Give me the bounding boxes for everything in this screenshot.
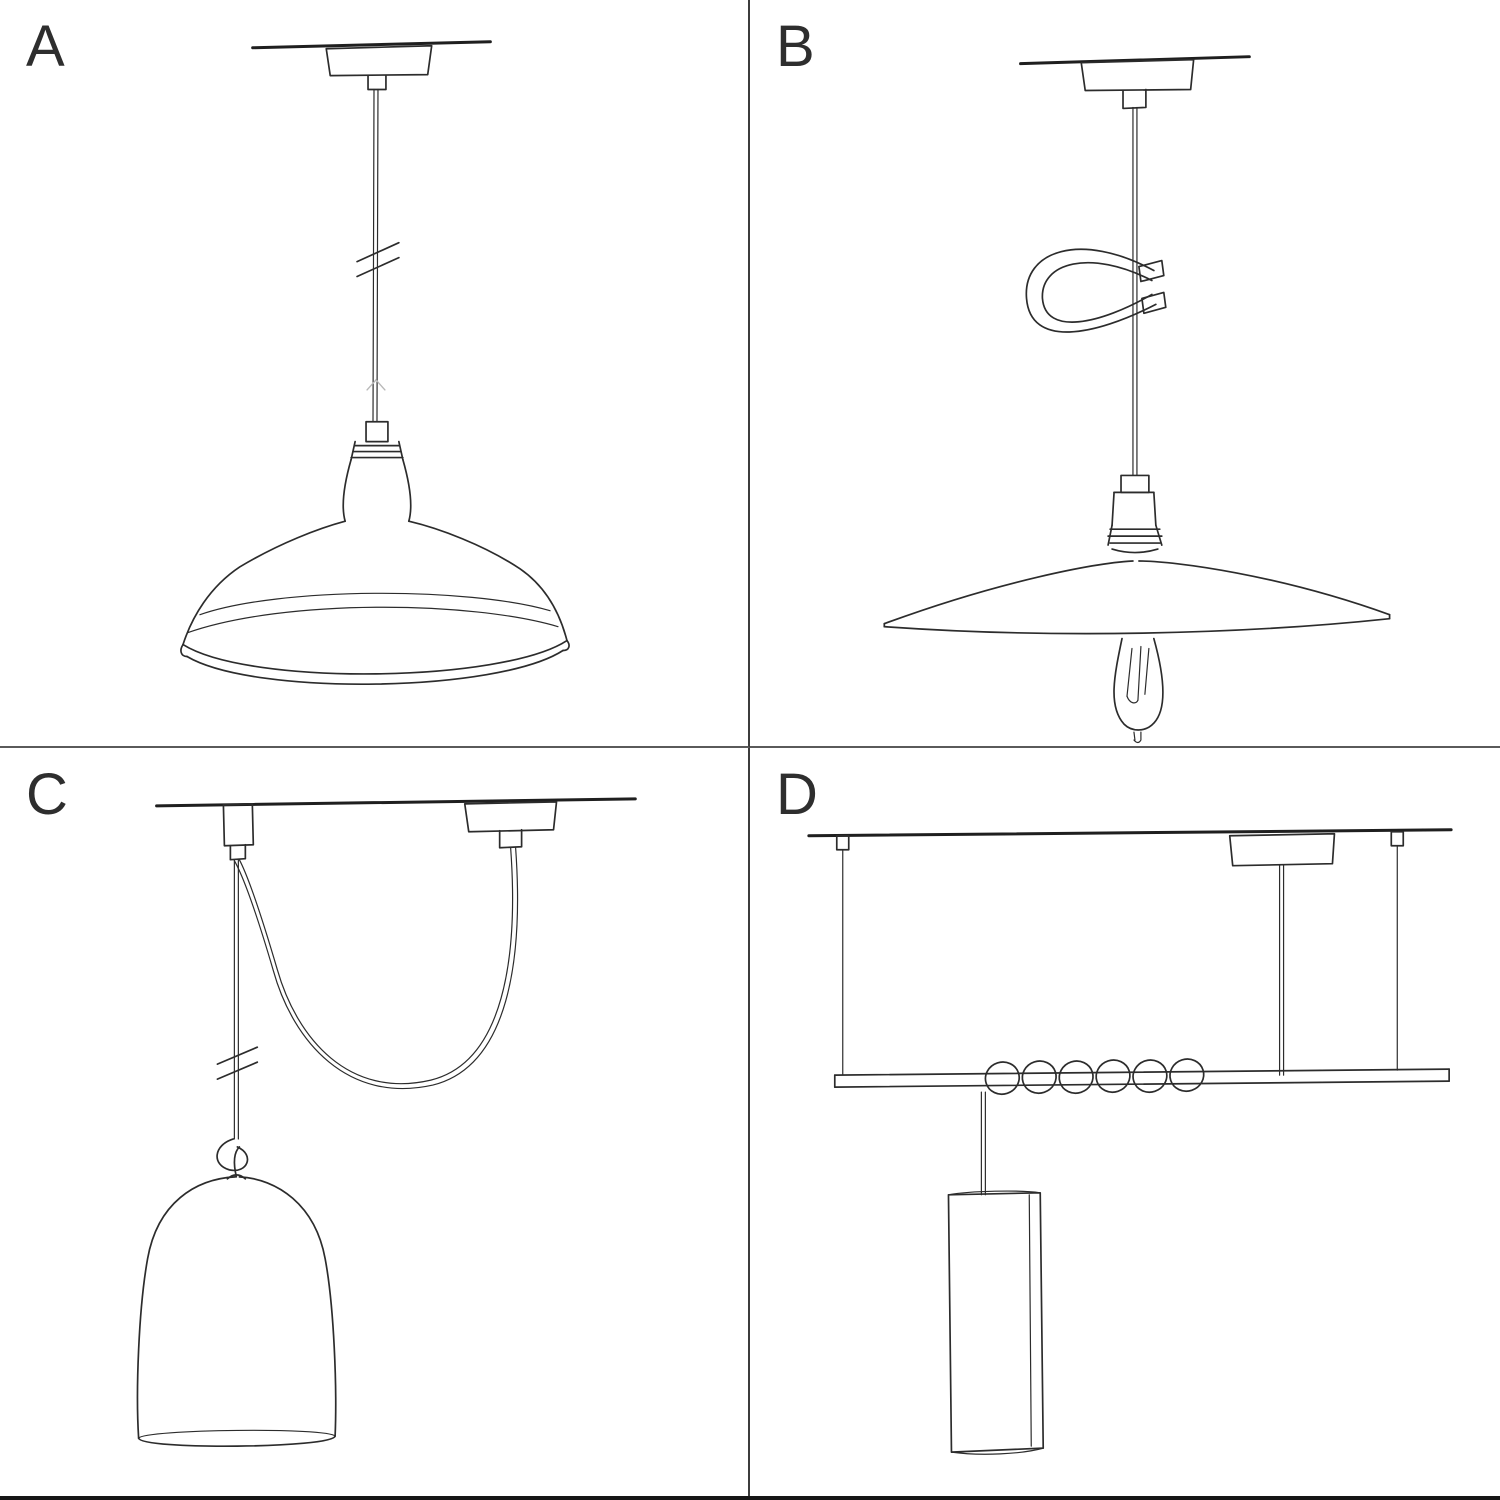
- ceiling-rose: [1080, 58, 1195, 110]
- panel-d: D: [750, 748, 1500, 1496]
- panel-d-sketch: [807, 828, 1453, 1455]
- panel-c-label: C: [26, 762, 69, 827]
- ceiling-rose: [325, 44, 433, 91]
- ceiling-rose: [1228, 832, 1336, 867]
- light-bulb: [1113, 637, 1164, 744]
- swag-cable: [233, 847, 519, 1090]
- drop-cable: [980, 1091, 986, 1196]
- panel-a-label: A: [26, 14, 66, 79]
- cable-clip-loop: [1025, 248, 1167, 333]
- horizontal-bar: [833, 1068, 1450, 1088]
- ceiling-line: [1019, 55, 1251, 66]
- coiled-cable: [984, 1058, 1205, 1096]
- pendant-cable: [356, 88, 400, 423]
- panel-a-sketch: [180, 40, 570, 685]
- suspension-wires: [835, 830, 1405, 1075]
- bell-shade: [136, 1174, 337, 1448]
- panel-b-label: B: [776, 14, 816, 79]
- panel-a: A: [0, 0, 750, 748]
- panel-c: C: [0, 748, 750, 1496]
- ceiling-line: [807, 828, 1453, 838]
- ceiling-hook: [222, 803, 255, 861]
- panel-c-sketch: [136, 797, 637, 1448]
- cable-knot: [216, 1138, 249, 1178]
- drop-cable: [216, 859, 259, 1140]
- plate-shade: [883, 560, 1391, 635]
- panel-d-label: D: [776, 762, 819, 827]
- center-stem: [1278, 865, 1285, 1076]
- panel-b: B: [750, 0, 1500, 748]
- ceiling-rose: [463, 801, 558, 849]
- panel-b-sketch: [883, 55, 1391, 744]
- tube-shade: [947, 1190, 1045, 1455]
- lamp-holder: [342, 420, 412, 523]
- lamp-holder: [1107, 474, 1163, 554]
- ceiling-line: [251, 40, 492, 50]
- industrial-shade: [180, 520, 570, 685]
- pendant-cable: [1132, 106, 1138, 477]
